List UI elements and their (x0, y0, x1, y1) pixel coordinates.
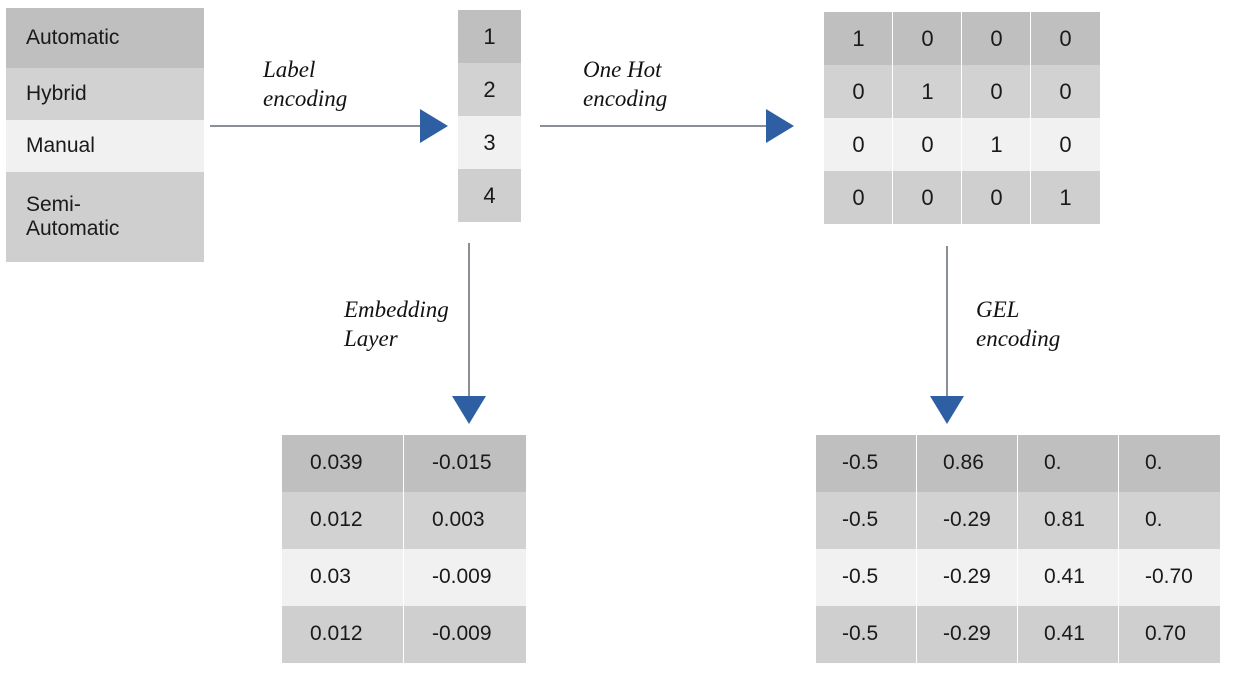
category-column: Automatic Hybrid Manual Semi- Automatic (6, 8, 204, 262)
category-cell: Hybrid (6, 68, 204, 120)
label-encoding-cell: 2 (458, 63, 521, 116)
one-hot-encoding-arrow-line (540, 125, 768, 127)
gel-encoding-caption: GEL encoding (976, 297, 1061, 351)
gel-cell: 0.81 (1018, 492, 1119, 549)
one-hot-cell: 0 (824, 171, 893, 224)
embedding-layer-caption: Embedding Layer (344, 297, 449, 351)
category-cell: Manual (6, 120, 204, 172)
gel-cell: -0.5 (816, 606, 917, 663)
gel-cell: 0.41 (1018, 549, 1119, 606)
embedding-layer-arrow-head (452, 396, 486, 424)
label-encoding-cell: 1 (458, 10, 521, 63)
matrix-row: 0.03 -0.009 (282, 549, 526, 606)
one-hot-cell: 0 (962, 12, 1031, 65)
one-hot-encoding-arrow-head (766, 109, 794, 143)
one-hot-cell: 1 (1031, 171, 1100, 224)
embedding-cell: 0.03 (282, 549, 404, 606)
gel-encoding-arrow-head (930, 396, 964, 424)
embedding-cell: -0.009 (404, 549, 526, 606)
one-hot-cell: 0 (893, 118, 962, 171)
one-hot-cell: 1 (962, 118, 1031, 171)
embedding-cell: -0.015 (404, 435, 526, 492)
matrix-row: 0.012 0.003 (282, 492, 526, 549)
matrix-row: 0.012 -0.009 (282, 606, 526, 663)
embedding-layer-arrow-line (468, 243, 470, 400)
gel-cell: -0.29 (917, 549, 1018, 606)
matrix-row: 0 0 1 0 (824, 118, 1100, 171)
one-hot-cell: 0 (824, 118, 893, 171)
label-encoding-arrow-line (210, 125, 422, 127)
label-encoding-cell: 3 (458, 116, 521, 169)
category-cell: Automatic (6, 8, 204, 68)
matrix-row: -0.5 0.86 0. 0. (816, 435, 1220, 492)
matrix-row: -0.5 -0.29 0.41 -0.70 (816, 549, 1220, 606)
category-cell: Semi- Automatic (6, 172, 204, 262)
embedding-cell: -0.009 (404, 606, 526, 663)
label-encoding-arrow-head (420, 109, 448, 143)
gel-cell: 0. (1018, 435, 1119, 492)
gel-cell: -0.5 (816, 435, 917, 492)
gel-cell: -0.29 (917, 606, 1018, 663)
embedding-matrix: 0.039 -0.015 0.012 0.003 0.03 -0.009 0.0… (282, 435, 526, 663)
matrix-row: -0.5 -0.29 0.81 0. (816, 492, 1220, 549)
embedding-cell: 0.012 (282, 606, 404, 663)
one-hot-encoding-caption: One Hot encoding (583, 57, 668, 111)
one-hot-cell: 0 (893, 171, 962, 224)
label-encoding-caption: Label encoding (263, 57, 348, 111)
one-hot-cell: 0 (1031, 65, 1100, 118)
one-hot-cell: 1 (824, 12, 893, 65)
matrix-row: 1 0 0 0 (824, 12, 1100, 65)
matrix-row: 0 1 0 0 (824, 65, 1100, 118)
one-hot-cell: 0 (1031, 118, 1100, 171)
one-hot-cell: 0 (962, 65, 1031, 118)
one-hot-cell: 0 (962, 171, 1031, 224)
gel-cell: -0.5 (816, 492, 917, 549)
gel-cell: -0.5 (816, 549, 917, 606)
matrix-row: -0.5 -0.29 0.41 0.70 (816, 606, 1220, 663)
one-hot-cell: 1 (893, 65, 962, 118)
gel-cell: 0.86 (917, 435, 1018, 492)
matrix-row: 0 0 0 1 (824, 171, 1100, 224)
embedding-cell: 0.012 (282, 492, 404, 549)
label-encoding-cell: 4 (458, 169, 521, 222)
one-hot-cell: 0 (893, 12, 962, 65)
gel-cell: -0.70 (1119, 549, 1220, 606)
gel-encoding-arrow-line (946, 246, 948, 400)
one-hot-cell: 0 (824, 65, 893, 118)
label-encoding-column: 1 2 3 4 (458, 10, 521, 222)
one-hot-matrix: 1 0 0 0 0 1 0 0 0 0 1 0 0 0 0 1 (824, 12, 1100, 224)
gel-cell: -0.29 (917, 492, 1018, 549)
embedding-cell: 0.003 (404, 492, 526, 549)
gel-cell: 0. (1119, 492, 1220, 549)
matrix-row: 0.039 -0.015 (282, 435, 526, 492)
one-hot-cell: 0 (1031, 12, 1100, 65)
gel-cell: 0.70 (1119, 606, 1220, 663)
embedding-cell: 0.039 (282, 435, 404, 492)
gel-cell: 0. (1119, 435, 1220, 492)
gel-cell: 0.41 (1018, 606, 1119, 663)
gel-matrix: -0.5 0.86 0. 0. -0.5 -0.29 0.81 0. -0.5 … (816, 435, 1220, 663)
